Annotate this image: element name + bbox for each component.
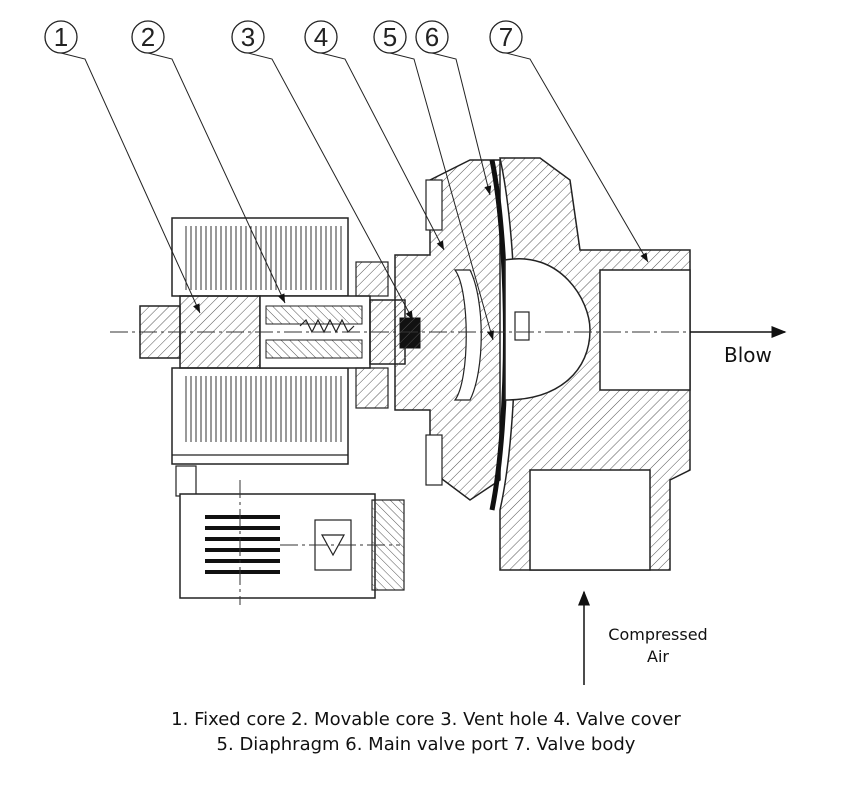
callout-number: 2 — [141, 22, 155, 52]
leader-line — [320, 52, 445, 251]
air-label: Air — [647, 647, 669, 666]
connector-plug — [175, 465, 405, 599]
coil-assembly — [171, 217, 349, 465]
callout-number: 3 — [241, 22, 255, 52]
callout-number: 5 — [383, 22, 397, 52]
callout-number: 6 — [425, 22, 439, 52]
leader-line — [147, 52, 286, 304]
compressed-label: Compressed — [608, 625, 707, 644]
callout-2: 2 — [131, 20, 286, 304]
legend-line-1: 1. Fixed core 2. Movable core 3. Vent ho… — [171, 709, 681, 730]
leader-arrow — [278, 293, 285, 303]
leader-arrow — [436, 240, 444, 250]
valve-body — [499, 157, 691, 571]
callout-1: 1 — [44, 20, 201, 314]
leader-arrow — [487, 330, 494, 340]
leader-arrow — [484, 185, 492, 195]
leader-line — [389, 52, 494, 341]
leader-arrow — [193, 303, 200, 313]
legend-line-2: 5. Diaphragm 6. Main valve port 7. Valve… — [216, 734, 636, 755]
leader-line — [505, 52, 649, 263]
leader-arrow — [640, 252, 648, 262]
callout-7: 7 — [489, 20, 649, 263]
blow-label: Blow — [724, 343, 772, 367]
callout-number: 1 — [54, 22, 68, 52]
leader-line — [60, 52, 201, 314]
valve-cover — [394, 159, 501, 501]
leader-line — [431, 52, 491, 196]
callout-3: 3 — [231, 20, 414, 321]
callout-6: 6 — [415, 20, 492, 196]
leader-line — [247, 52, 414, 321]
callout-number: 4 — [314, 22, 328, 52]
callout-5: 5 — [373, 20, 494, 341]
leader-arrow — [405, 310, 413, 320]
callout-4: 4 — [304, 20, 445, 251]
callout-number: 7 — [499, 22, 513, 52]
